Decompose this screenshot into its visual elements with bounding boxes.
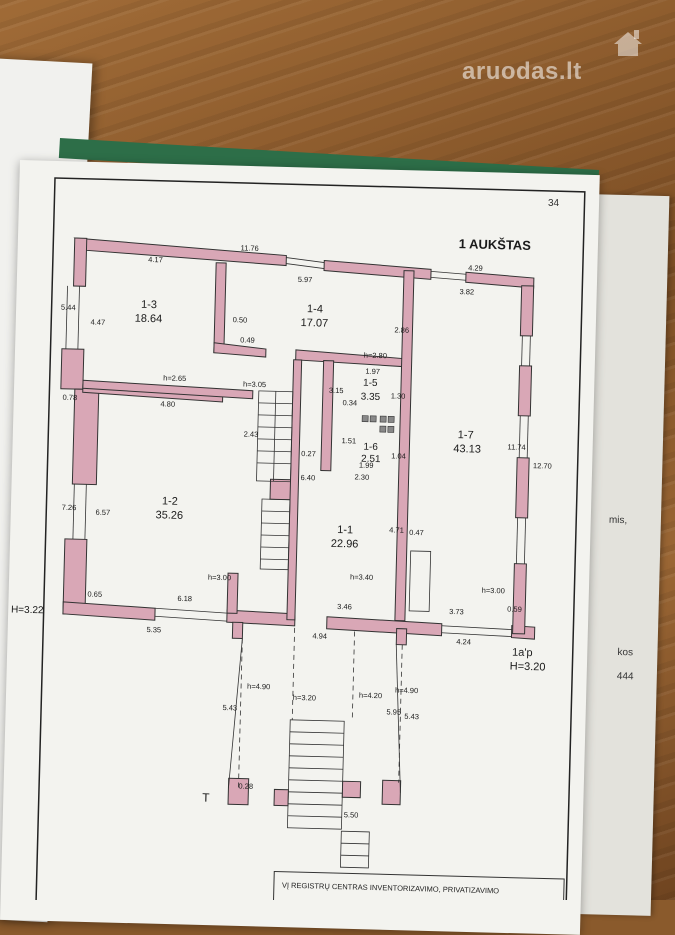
dim-1-99: 1.99 — [359, 461, 374, 470]
dim-3-82: 3.82 — [459, 287, 474, 296]
dim-0-59: 0.59 — [507, 604, 522, 613]
porch-lines — [238, 627, 403, 789]
dim-0-65: 0.65 — [87, 589, 102, 598]
dim-6-40: 6.40 — [300, 473, 315, 482]
height-h-3-00-right: h=3.00 — [482, 586, 505, 596]
height-H-3-22: H=3.22 — [11, 604, 44, 616]
room-1-7-area: 43.13 — [453, 443, 481, 456]
height-h-4-20-porch: h=4.20 — [359, 691, 382, 701]
dim-0-49: 0.49 — [240, 335, 255, 344]
dim-7-26: 7.26 — [62, 503, 77, 512]
room-1-7-id: 1-7 — [458, 429, 474, 441]
dim-1-30: 1.30 — [391, 391, 406, 400]
dim-0-50: 0.50 — [233, 315, 248, 324]
height-h-3-00-left: h=3.00 — [208, 573, 231, 583]
dim-1-04: 1.04 — [391, 451, 406, 460]
floor-title: 1 AUKŠTAS — [459, 236, 532, 253]
porch-outline — [228, 638, 401, 793]
height-h-2-80: h=2.80 — [364, 351, 387, 361]
dim-0-47: 0.47 — [409, 528, 424, 537]
walls — [60, 237, 536, 807]
dim-0-78: 0.78 — [62, 393, 77, 402]
dim-4-24: 4.24 — [456, 637, 471, 646]
dim-5-35: 5.35 — [146, 625, 161, 634]
dim-5-43-left: 5.43 — [222, 703, 237, 712]
watermark-logo: aruodas.lt — [462, 58, 582, 85]
dim-4-71: 4.71 — [389, 525, 404, 534]
label-T: T — [202, 791, 210, 805]
stamp-box — [272, 870, 565, 900]
dim-3-46: 3.46 — [337, 602, 352, 611]
dimension-labels: 11.76 4.17 5.97 4.29 3.82 5.44 4.47 0.50… — [61, 243, 552, 819]
dim-11-76: 11.76 — [240, 243, 258, 252]
floor-plan-drawing: 34 — [11, 177, 586, 900]
dim-5-44: 5.44 — [61, 303, 76, 312]
house-icon — [614, 30, 642, 56]
dim-4-80: 4.80 — [160, 399, 175, 408]
stamp-text: VĮ REGISTRŲ CENTRAS INVENTORIZAVIMO, PRI… — [282, 881, 500, 896]
dim-4-29: 4.29 — [468, 263, 483, 272]
dim-0-28: 0.28 — [238, 781, 253, 790]
dim-4-94: 4.94 — [312, 631, 327, 640]
dim-6-18: 6.18 — [177, 594, 192, 603]
dim-11-74: 11.74 — [507, 442, 525, 451]
room-1-4-id: 1-4 — [307, 303, 323, 315]
dim-12-70: 12.70 — [533, 461, 552, 470]
height-h-3-05: h=3.05 — [243, 379, 266, 389]
dim-3-15: 3.15 — [329, 386, 344, 395]
dim-2-43: 2.43 — [244, 430, 259, 439]
bathroom-tiles — [361, 415, 395, 433]
room-1-5-area: 3.35 — [361, 392, 381, 404]
sheet-frame — [34, 177, 586, 900]
page-number: 34 — [548, 198, 560, 209]
room-1-1-area: 22.96 — [331, 538, 359, 551]
dim-6-57: 6.57 — [95, 508, 110, 517]
room-1-2-area: 35.26 — [155, 509, 183, 522]
height-h-3-20-porch: h=3.20 — [293, 693, 316, 703]
dim-2-86: 2.86 — [394, 325, 409, 334]
room-1-1-id: 1-1 — [337, 524, 353, 536]
height-h-4-90-right: h=4.90 — [395, 686, 418, 696]
dim-0-27: 0.27 — [301, 449, 316, 458]
label-1ap: 1a'p — [512, 647, 533, 660]
room-1-2-id: 1-2 — [162, 495, 178, 507]
room-1-6-id: 1-6 — [363, 442, 378, 453]
windows — [65, 257, 531, 637]
room-1-3-id: 1-3 — [141, 299, 157, 311]
dim-0-34: 0.34 — [342, 398, 357, 407]
height-labels: h=2.65 h=3.05 h=2.80 h=3.00 h=3.40 h=3.0… — [163, 351, 505, 703]
dim-4-17: 4.17 — [148, 255, 163, 264]
room-1-3-area: 18.64 — [135, 313, 163, 326]
height-h-2-65: h=2.65 — [163, 373, 186, 383]
dim-3-73: 3.73 — [449, 607, 464, 616]
height-h-3-40: h=3.40 — [350, 572, 373, 582]
dim-1-51: 1.51 — [341, 436, 356, 445]
dim-4-47: 4.47 — [90, 317, 105, 326]
dim-2-30: 2.30 — [355, 472, 370, 481]
room-1-5-id: 1-5 — [363, 378, 378, 389]
dim-5-97: 5.97 — [298, 275, 313, 284]
dim-5-50: 5.50 — [344, 810, 359, 819]
staircase — [256, 390, 432, 869]
height-H-3-20: H=3.20 — [510, 661, 546, 674]
room-1-6-area: 2.51 — [361, 454, 381, 466]
height-h-4-90-left: h=4.90 — [247, 682, 270, 692]
dim-1-97: 1.97 — [365, 367, 380, 376]
room-1-4-area: 17.07 — [300, 317, 328, 330]
dim-5-43-right: 5.43 — [404, 712, 419, 721]
dim-5-95: 5.95 — [386, 707, 401, 716]
